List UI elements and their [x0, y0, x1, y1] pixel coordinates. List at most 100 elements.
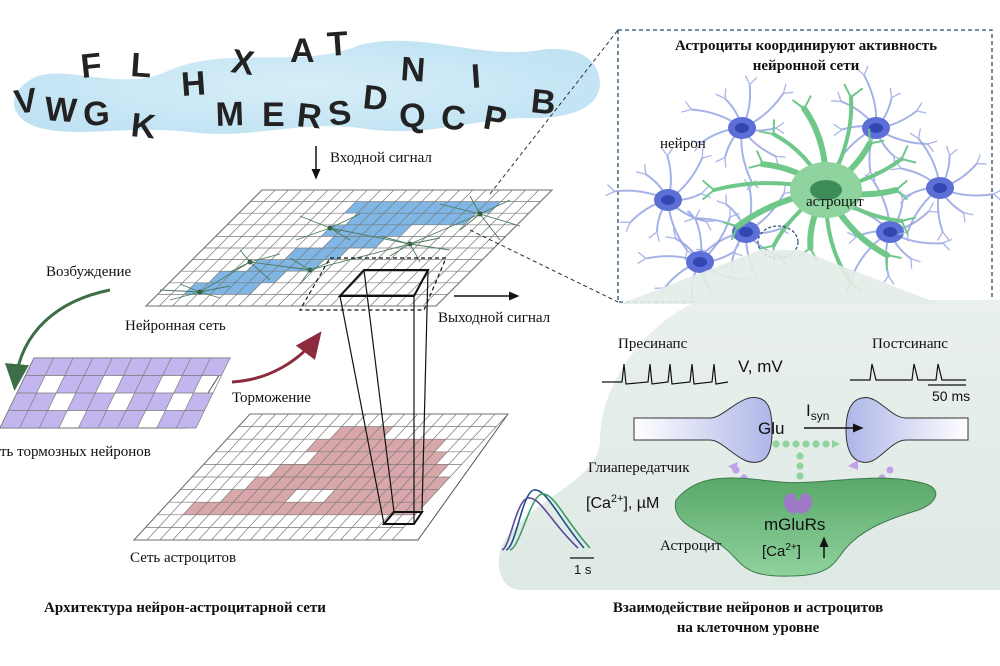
input-letter: T [326, 25, 350, 64]
grid-cell [115, 375, 144, 393]
grid-cell [286, 259, 312, 272]
grid-cell [362, 489, 387, 503]
grid-cell [333, 464, 359, 477]
voltage-unit: V, mV [738, 357, 783, 376]
neuron-cluster [605, 65, 1000, 321]
grid-cell [201, 358, 230, 376]
grid-cell [247, 502, 272, 515]
grid-cell [318, 439, 343, 452]
input-letter: K [129, 106, 158, 146]
input-letter: R [295, 96, 323, 136]
grid-cell [67, 393, 96, 411]
presynapse-label: Пресинапс [618, 336, 688, 352]
grid-cell [355, 426, 381, 440]
grid-cell [221, 271, 247, 283]
grid-cell [424, 464, 449, 477]
grid-cell [0, 410, 29, 428]
grid-cell [286, 502, 311, 515]
grid-cell [305, 439, 330, 452]
grid-cell [371, 451, 396, 465]
grid-cell [331, 439, 356, 452]
grid-cell [344, 201, 370, 214]
grid-cell [272, 489, 297, 503]
grid-cell [436, 201, 462, 214]
input-letter: S [326, 93, 354, 134]
grid-cell [145, 393, 174, 411]
grid-cell [260, 502, 285, 515]
inset-title-line1: Астроциты координируют активность [675, 38, 937, 54]
astrocyte-network-plane [132, 413, 509, 541]
grid-cell [162, 358, 191, 376]
grid-cell [103, 358, 132, 376]
grid-cell [359, 464, 385, 477]
grid-cell [385, 464, 410, 477]
grid-cell [438, 213, 463, 225]
grid-cell [244, 477, 270, 490]
grid-cell [336, 489, 361, 503]
grid-cell [363, 502, 389, 515]
input-letter: W [43, 90, 79, 130]
input-letter: E [262, 96, 285, 134]
grid-cell [361, 477, 386, 490]
grid-cell [372, 464, 398, 477]
grid-cell [321, 464, 346, 477]
grid-cell [357, 201, 383, 214]
grid-cell [184, 393, 213, 411]
grid-cell [373, 224, 399, 237]
zoom-line-bottom [469, 229, 619, 303]
grid-cell [421, 439, 447, 452]
grid-cell [182, 358, 211, 376]
input-letter: C [439, 98, 467, 138]
grid-cell [296, 477, 321, 490]
grid-cell [308, 464, 333, 477]
right-caption-line1: Взаимодействие нейронов и астроцитов [613, 600, 883, 616]
grid-cell [312, 502, 337, 515]
grid-cell [173, 375, 202, 393]
grid-cell [297, 248, 323, 260]
grid-cell [235, 271, 260, 283]
grid-cell [410, 451, 435, 465]
grid-cell [261, 271, 287, 283]
astrocyte-process [674, 477, 937, 577]
grid-cell [424, 213, 450, 225]
grid-cell [411, 213, 437, 225]
grid-cell [362, 236, 387, 248]
grid-cell [273, 259, 298, 272]
input-letter: M [215, 95, 245, 134]
synapse-zoom-circle [757, 225, 799, 259]
ca-inner-label: [Ca2+] [762, 542, 801, 560]
grid-cell [373, 477, 399, 490]
input-letter: N [399, 50, 426, 90]
grid-cell [45, 358, 74, 376]
astrocyte-network-label: Сеть астроцитов [130, 550, 236, 566]
grid-cell [368, 426, 394, 440]
grid-cell [98, 410, 127, 428]
astrocyte-inset-label: астроцит [806, 194, 864, 210]
grid-cell [8, 393, 37, 411]
calcium-traces [501, 489, 591, 551]
grid-cell [78, 410, 107, 428]
grid-cell [223, 282, 249, 295]
grid-cell [220, 489, 245, 503]
grid-cell [123, 358, 152, 376]
grid-cell [413, 489, 439, 503]
grid-cell [282, 464, 307, 477]
grid-cell [383, 201, 409, 214]
grid-cell [345, 451, 370, 465]
grid-cell [208, 271, 234, 283]
grid-cell [425, 477, 450, 490]
grid-cell [28, 393, 57, 411]
grid-cell [126, 393, 155, 411]
isyn-label: Isyn [806, 401, 829, 423]
excitation-label: Возбуждение [46, 264, 132, 280]
astrocyte-cell-label: Астроцит [660, 538, 722, 554]
input-letters-cloud [13, 40, 601, 134]
grid-cell [359, 213, 384, 225]
left-caption: Архитектура нейрон-астроцитарной сети [44, 600, 326, 616]
grid-cell [17, 375, 46, 393]
grid-cell [344, 439, 369, 452]
grid-cell [273, 502, 298, 515]
grid-cell [451, 213, 477, 225]
right-caption-line2: на клеточном уровне [677, 620, 820, 636]
grid-cell [385, 213, 411, 225]
